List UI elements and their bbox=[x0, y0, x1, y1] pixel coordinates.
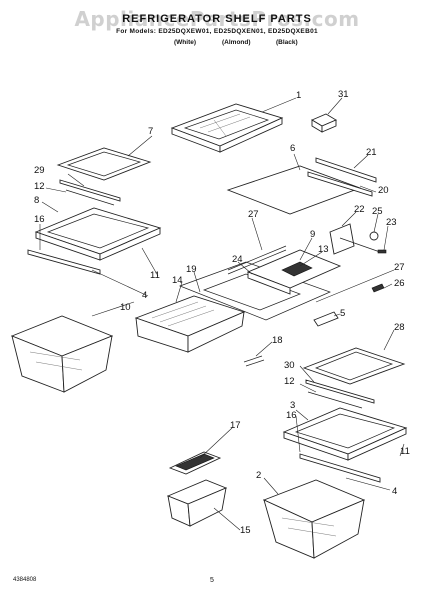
callout-28: 28 bbox=[394, 322, 405, 333]
part-12-glide-right bbox=[307, 391, 363, 409]
callout-12b: 12 bbox=[284, 376, 295, 387]
document-number: 4384808 bbox=[13, 577, 37, 583]
callout-27b: 27 bbox=[394, 262, 405, 273]
callout-29: 29 bbox=[34, 165, 45, 176]
callout-25: 25 bbox=[372, 206, 383, 217]
part-8-shelf-frame bbox=[34, 207, 162, 261]
callout-12: 12 bbox=[34, 181, 45, 192]
part-22-damper bbox=[329, 223, 381, 255]
callout-20: 20 bbox=[378, 185, 389, 196]
watermark: AppliancePartsPros.com bbox=[74, 7, 360, 31]
part-18-clip bbox=[243, 355, 265, 367]
callout-3: 3 bbox=[290, 400, 295, 411]
part-26-screw bbox=[371, 283, 385, 293]
callout-9: 9 bbox=[310, 229, 315, 240]
part-3-shelf-frame bbox=[282, 407, 408, 461]
part-9-control-housing bbox=[246, 249, 342, 295]
part-24-drawer-frame bbox=[179, 261, 331, 321]
leader-lines bbox=[39, 97, 405, 531]
page-title: REFRIGERATOR SHELF PARTS bbox=[122, 13, 312, 25]
part-27-rod bbox=[227, 245, 287, 275]
callout-13: 13 bbox=[318, 244, 329, 255]
part-12-glide bbox=[65, 189, 115, 206]
callout-16b: 16 bbox=[286, 410, 297, 421]
color-almond: (Almond) bbox=[222, 39, 251, 46]
callout-6: 6 bbox=[290, 143, 295, 154]
part-1-glass-shelf bbox=[170, 103, 284, 153]
part-14-meat-drawer bbox=[134, 295, 246, 353]
part-7-crisper-cover bbox=[56, 147, 152, 181]
part-31-clip bbox=[311, 113, 337, 133]
callout-16: 16 bbox=[34, 214, 45, 225]
part-29-rail bbox=[59, 179, 121, 202]
callout-24: 24 bbox=[232, 254, 243, 265]
callout-2: 2 bbox=[256, 470, 261, 481]
part-21-rail bbox=[315, 157, 377, 183]
callout-19: 19 bbox=[186, 264, 197, 275]
callout-15: 15 bbox=[240, 525, 251, 536]
part-17-lid bbox=[168, 451, 222, 475]
part-23-screw bbox=[377, 249, 387, 254]
part-5-bracket bbox=[313, 311, 339, 327]
part-10-crisper-drawer bbox=[10, 315, 114, 393]
callout-8: 8 bbox=[34, 195, 39, 206]
callout-30: 30 bbox=[284, 360, 295, 371]
callout-11b: 11 bbox=[150, 270, 160, 281]
part-25-knob bbox=[369, 231, 379, 241]
callout-4: 4 bbox=[142, 290, 147, 301]
part-20-rail bbox=[307, 171, 373, 197]
callout-10: 10 bbox=[120, 302, 131, 313]
callout-27: 27 bbox=[248, 209, 259, 220]
callout-17: 17 bbox=[230, 420, 241, 431]
part-30-rail bbox=[305, 379, 375, 404]
callout-31: 31 bbox=[338, 89, 349, 100]
color-black: (Black) bbox=[276, 39, 298, 46]
part-2-crisper-drawer bbox=[262, 479, 366, 559]
callout-26: 26 bbox=[394, 278, 405, 289]
callout-4b: 4 bbox=[392, 486, 397, 497]
color-white: (White) bbox=[174, 39, 197, 46]
part-16-trim-right bbox=[299, 453, 381, 483]
callout-11: 11 bbox=[400, 446, 410, 457]
callout-14: 14 bbox=[172, 275, 183, 286]
callout-23: 23 bbox=[386, 217, 397, 228]
model-list: For Models: ED25DQXEW01, ED25DQXEN01, ED… bbox=[116, 28, 318, 35]
part-15-bin bbox=[166, 479, 228, 527]
callout-labels: 1 31 7 6 21 29 20 12 8 22 25 27 16 23 9 … bbox=[34, 89, 410, 536]
callout-21: 21 bbox=[366, 147, 377, 158]
part-28-crisper-cover bbox=[302, 347, 406, 385]
callout-22: 22 bbox=[354, 204, 365, 215]
callout-1: 1 bbox=[296, 90, 301, 101]
page-number: 5 bbox=[210, 577, 214, 584]
part-6-shelf-cover bbox=[226, 165, 362, 215]
callout-7: 7 bbox=[148, 126, 153, 137]
callout-5: 5 bbox=[340, 308, 345, 319]
callout-18: 18 bbox=[272, 335, 283, 346]
